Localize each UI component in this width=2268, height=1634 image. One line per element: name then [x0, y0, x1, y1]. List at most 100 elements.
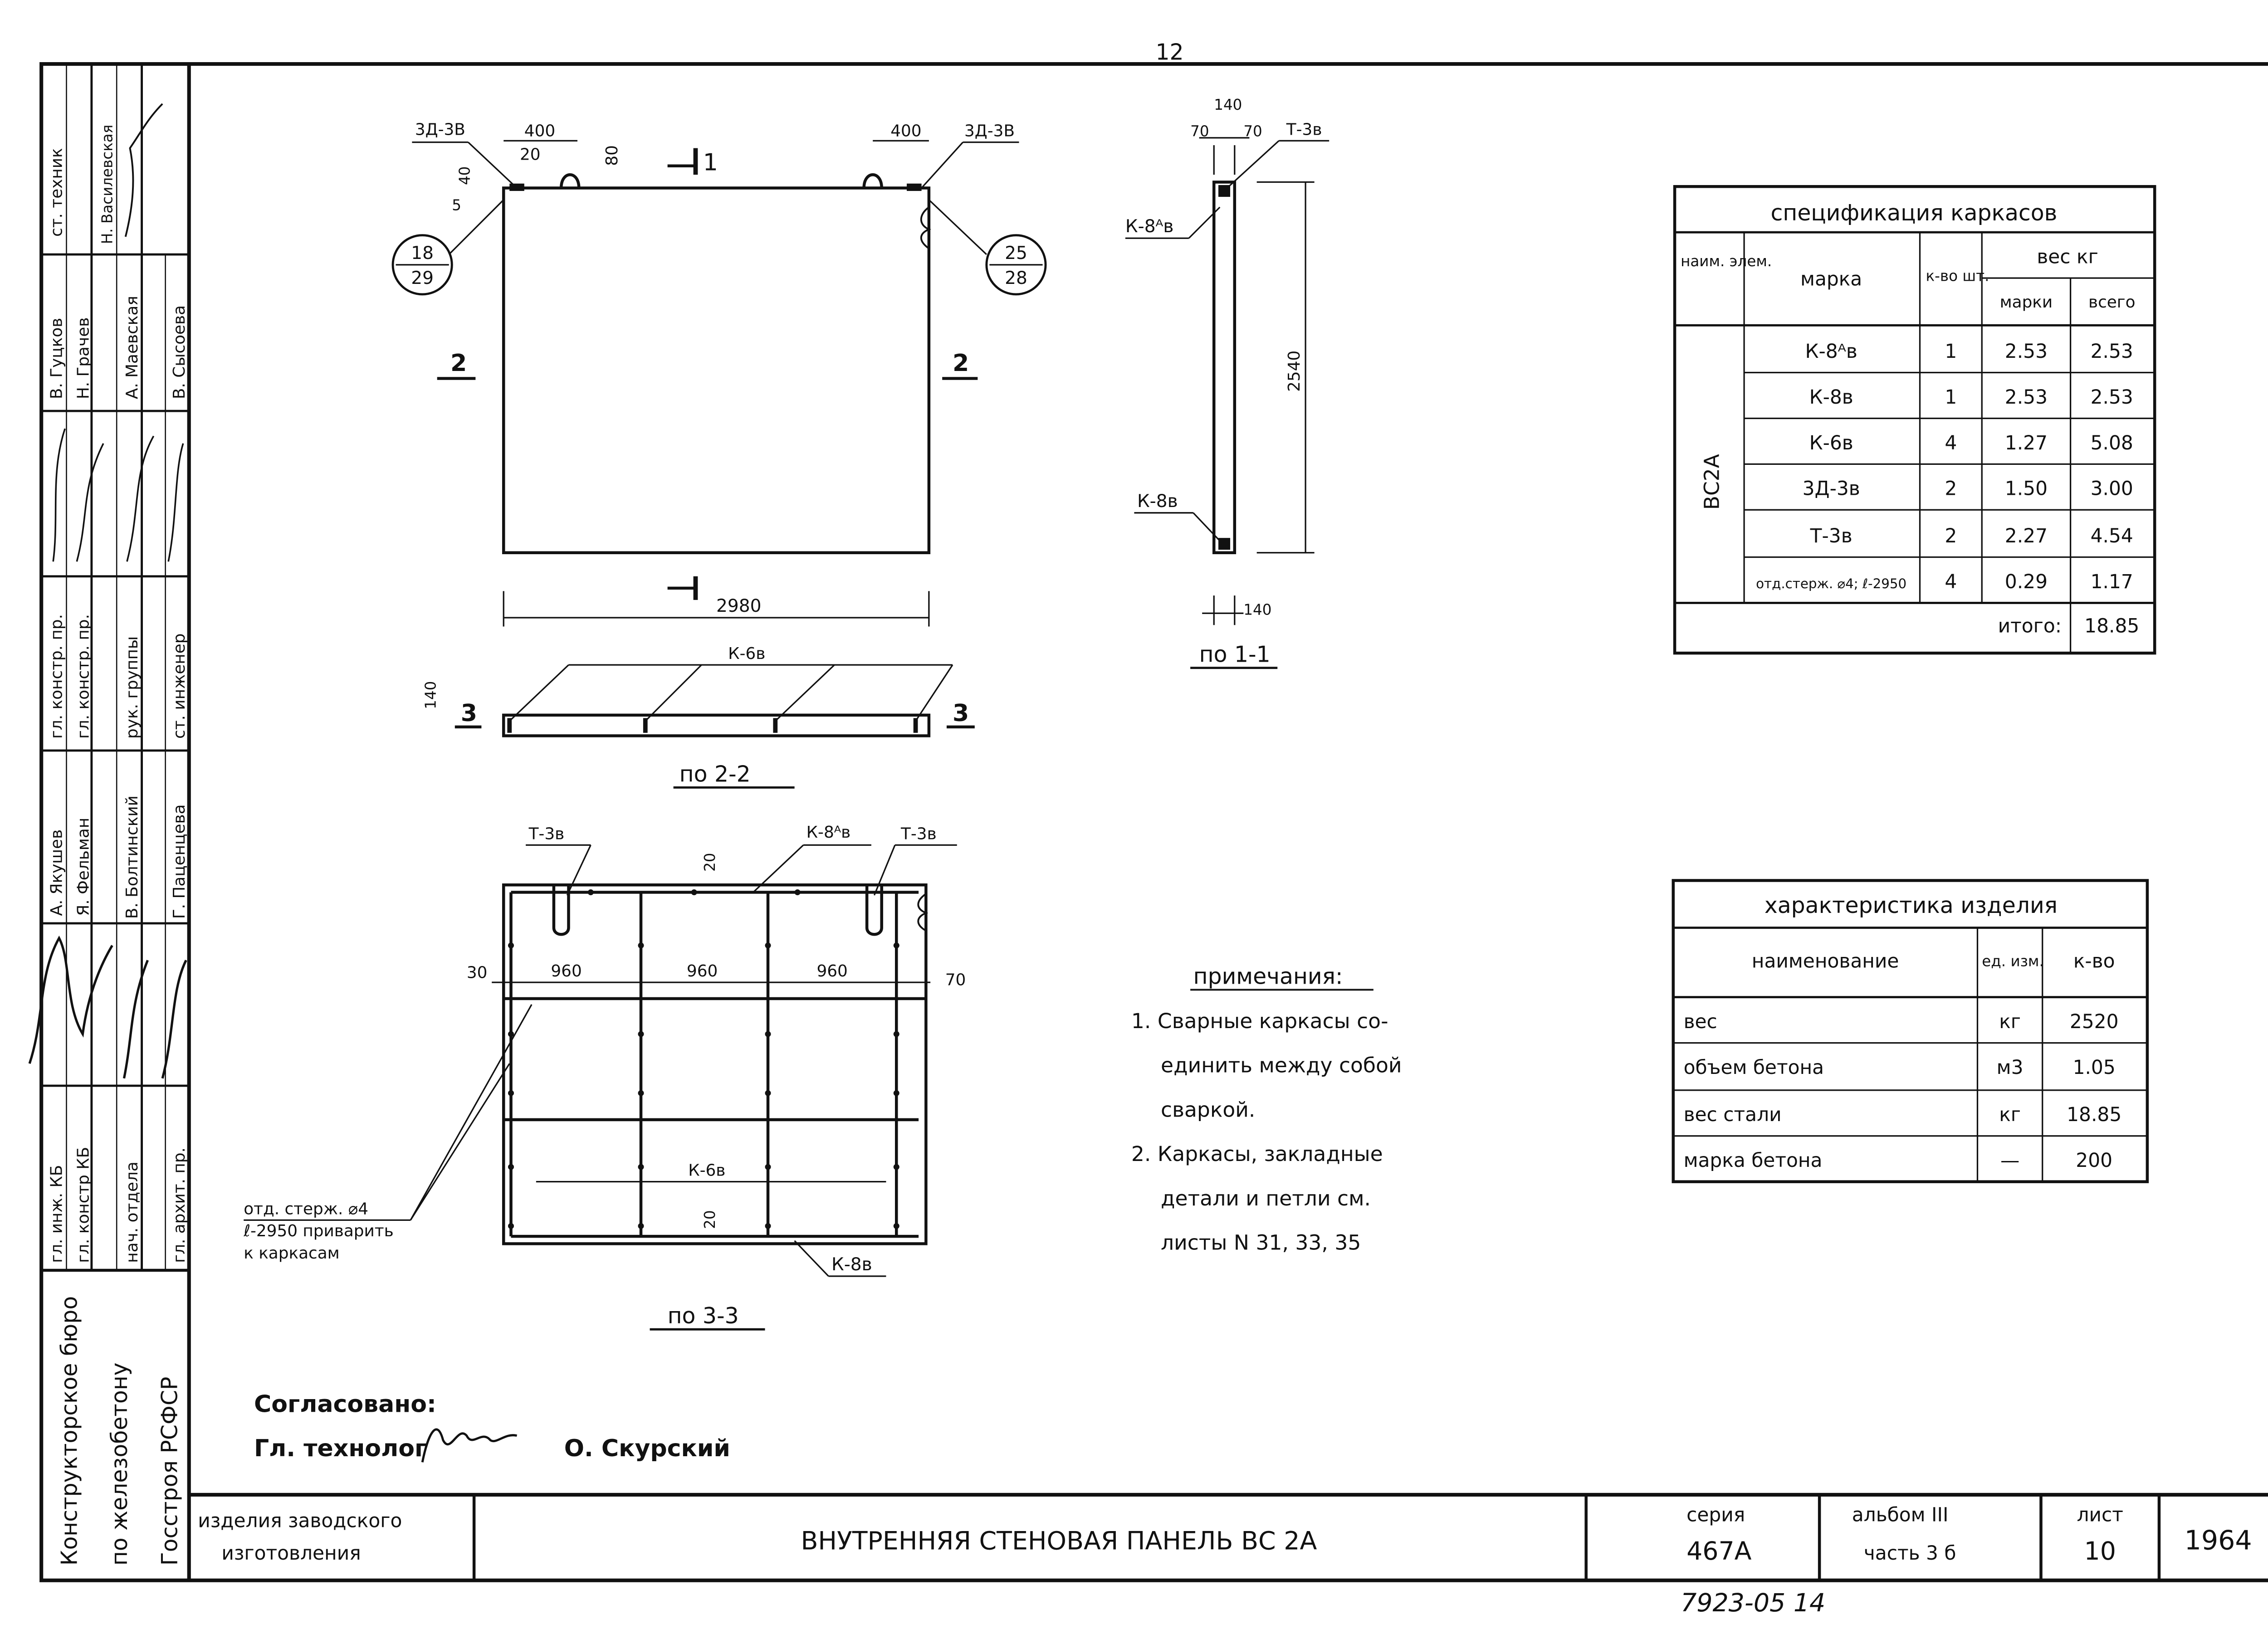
dim-2540: 2540: [1285, 351, 1304, 392]
dim-80: 80: [603, 145, 621, 166]
page-number: 12: [1155, 39, 1183, 65]
spec-element: ВС2А: [1700, 454, 1724, 510]
dim-140-bottom: 140: [1243, 601, 1271, 618]
strip-r5-c2: гл. констр КБ: [74, 1147, 93, 1263]
dim-5: 5: [452, 196, 461, 214]
technologist-signature: [421, 1428, 518, 1463]
approval-prefix: Гл. технолог: [254, 1435, 427, 1462]
dim-140-22: 140: [422, 681, 439, 709]
dim-140-top: 140: [1214, 96, 1242, 113]
label-3d3v-right: 3Д-3В: [964, 122, 1015, 141]
bureau-line-2: по железобетону: [107, 1362, 132, 1566]
strip-r4-c2: Я. Фельман: [74, 818, 93, 916]
strip-r2-c4: В. Сысоева: [170, 305, 189, 399]
spec-total-label: итого:: [1998, 615, 2062, 637]
spec-row-weight: 2.27: [2005, 525, 2048, 547]
spec-header-per-mark: марки: [2000, 293, 2053, 312]
bureau-line-1: Конструкторское бюро: [56, 1296, 82, 1566]
char-row-unit: кг: [1999, 1103, 2021, 1126]
dim-70-a: 70: [1190, 123, 1209, 140]
callout-right-bottom: 28: [1005, 268, 1027, 288]
spec-title: спецификация каркасов: [1771, 200, 2058, 226]
front-view: 3Д-3В 400 20 80 5 40 400 3Д-3В 1 18 29 2…: [391, 120, 1047, 627]
spec-row-weight: 2.53: [2005, 340, 2048, 362]
spec-row-qty: 4: [1945, 432, 1957, 454]
char-table: характеристика изделия наименование ед. …: [1672, 879, 2149, 1183]
spec-row-qty: 2: [1945, 525, 1957, 547]
spec-row-weight: 1.27: [2005, 432, 2048, 454]
label-k6v-22: К-6в: [728, 644, 765, 663]
album-label: альбом III: [1852, 1504, 1949, 1526]
dim-400-right: 400: [890, 122, 921, 141]
spec-row-total: 3.00: [2091, 478, 2133, 500]
dim-20: 20: [520, 146, 541, 164]
strip-r3-c4: ст. инженер: [170, 634, 189, 739]
title-block: изделия заводского изготовления ВНУТРЕНН…: [198, 1494, 2252, 1580]
dim-30: 30: [467, 963, 488, 982]
strip-r4-c1: А. Якушев: [48, 829, 66, 916]
spec-row-qty: 4: [1945, 571, 1957, 593]
dim-70-b: 70: [1243, 123, 1262, 140]
section-3-3: Т-3в К-8ᴬв Т-3в 20 20 30 960 960 960 70 …: [243, 823, 966, 1331]
callout-left-bottom: 29: [411, 268, 434, 288]
spec-header-qty: к-во шт.: [1926, 268, 1989, 285]
char-row-value: 18.85: [2067, 1103, 2121, 1126]
approval-name: О. Скурский: [564, 1435, 730, 1462]
section-mark-3-left: 3: [461, 700, 477, 727]
char-row-name: вес стали: [1684, 1103, 1782, 1126]
spec-header-total: всего: [2088, 293, 2136, 312]
label-k8v-11: К-8в: [1137, 491, 1178, 512]
drawing-title: ВНУТРЕННЯЯ СТЕНОВАЯ ПАНЕЛЬ ВС 2А: [801, 1527, 1317, 1556]
strip-r5-c3: нач. отдела: [123, 1161, 142, 1263]
dim-40: 40: [456, 166, 473, 185]
note-line-5: детали и петли см.: [1161, 1186, 1371, 1210]
label-k8av-11: К-8ᴬв: [1125, 216, 1173, 237]
caption-2-2: по 2-2: [679, 761, 751, 787]
notes-title: примечания:: [1193, 963, 1343, 989]
signatures-row5: [28, 936, 187, 1079]
year: 1964: [2185, 1525, 2252, 1556]
char-row-value: 2520: [2070, 1010, 2119, 1033]
label-k6v-33: К-6в: [688, 1161, 725, 1180]
strip-r3-c1: гл. констр. пр.: [48, 614, 66, 739]
note-line-2: единить между собой: [1161, 1054, 1402, 1078]
char-row-name: объем бетона: [1684, 1056, 1824, 1078]
outer-frame: [39, 62, 2268, 1582]
rebar-note-line2: ℓ-2950 приварить: [243, 1222, 394, 1240]
char-row-name: марка бетона: [1684, 1149, 1823, 1171]
spec-row-mark: отд.стерж. ⌀4; ℓ-2950: [1756, 576, 1906, 591]
dim-960-a: 960: [551, 962, 582, 980]
callout-left: [391, 234, 453, 296]
spec-row-mark: К-8в: [1809, 386, 1853, 408]
notes: примечания: 1. Сварные каркасы со- едини…: [1131, 963, 1402, 1254]
caption-1-1: по 1-1: [1199, 642, 1271, 668]
spec-row-weight: 2.53: [2005, 386, 2048, 408]
strip-r2-c1: В. Гуцков: [48, 318, 66, 399]
spec-row-total: 2.53: [2091, 340, 2133, 362]
dim-960-b: 960: [687, 962, 718, 980]
spec-header-mark: марка: [1800, 268, 1862, 290]
note-line-6: листы N 31, 33, 35: [1161, 1230, 1361, 1254]
label-k8v-33: К-8в: [831, 1254, 872, 1275]
callout-left-top: 18: [411, 243, 434, 263]
spec-row-mark: Т-3в: [1810, 525, 1853, 547]
left-title-strip: ст. техник Н. Василевская В. Гуцков Н. Г…: [28, 64, 189, 1566]
char-header-qty: к-во: [2073, 950, 2115, 972]
spec-row-total: 2.53: [2091, 386, 2133, 408]
label-t3v-left-33: Т-3в: [528, 824, 565, 843]
section-mark-2-left: 2: [450, 350, 467, 377]
dim-400-left: 400: [524, 122, 555, 141]
section-mark-3-right: 3: [953, 700, 969, 727]
spec-header-name: наим. элем.: [1681, 253, 1772, 270]
strip-r5-c4: гл. архит. пр.: [170, 1147, 189, 1263]
album-part: часть 3 б: [1864, 1542, 1956, 1564]
section-2-2: К-6в 140 3 3 по 2-2: [422, 644, 975, 789]
section-1-1: 140 70 70 Т-3в К-8ᴬв 2540 К-8в 140 по 1-…: [1125, 96, 1330, 669]
caption-3-3: по 3-3: [668, 1303, 739, 1329]
approval-line1: Согласовано:: [254, 1391, 436, 1418]
sheet-value: 10: [2084, 1537, 2116, 1566]
note-line-3: сваркой.: [1161, 1097, 1255, 1122]
dim-2980: 2980: [716, 596, 761, 616]
